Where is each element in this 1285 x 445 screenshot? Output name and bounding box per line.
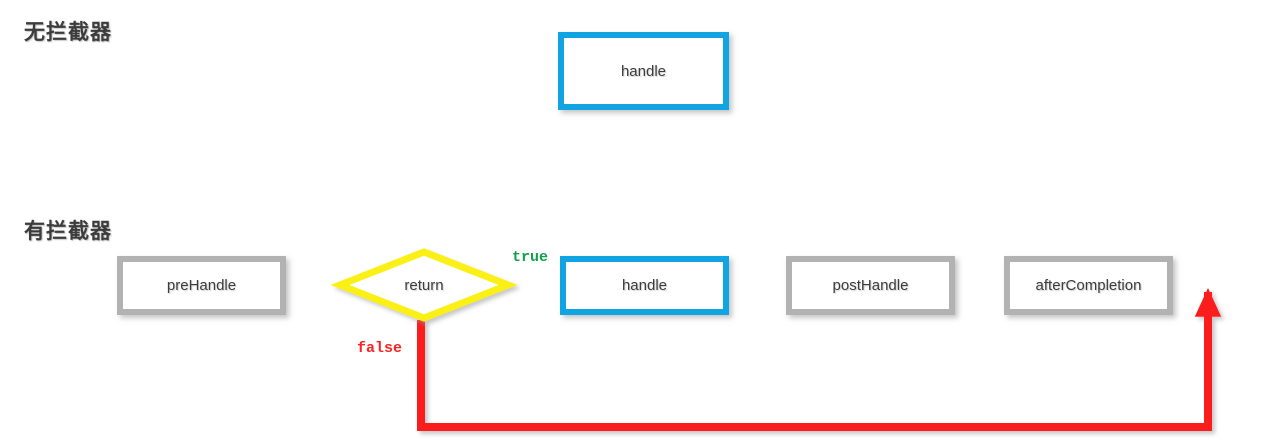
node-handle-top[interactable]: handle bbox=[558, 32, 729, 110]
decision-return-diamond bbox=[330, 248, 518, 322]
node-aftercompletion-label: afterCompletion bbox=[1035, 277, 1142, 294]
edge-return-false-feedback bbox=[417, 287, 1222, 431]
node-prehandle[interactable]: preHandle bbox=[117, 256, 286, 315]
node-return-decision[interactable]: return bbox=[340, 252, 508, 318]
node-handle-bottom[interactable]: handle bbox=[560, 256, 729, 315]
node-posthandle[interactable]: postHandle bbox=[786, 256, 955, 315]
node-posthandle-label: postHandle bbox=[832, 277, 909, 294]
node-handle-top-label: handle bbox=[620, 62, 667, 80]
node-aftercompletion[interactable]: afterCompletion bbox=[1004, 256, 1173, 315]
node-prehandle-label: preHandle bbox=[166, 277, 237, 294]
edge-label-true: true bbox=[512, 249, 549, 266]
section-title-with-interceptor: 有拦截器 bbox=[24, 220, 112, 243]
node-handle-bottom-label: handle bbox=[621, 277, 668, 294]
section-title-no-interceptor: 无拦截器 bbox=[24, 21, 112, 44]
edge-label-false: false bbox=[357, 340, 403, 357]
node-return-label: return bbox=[404, 276, 444, 294]
